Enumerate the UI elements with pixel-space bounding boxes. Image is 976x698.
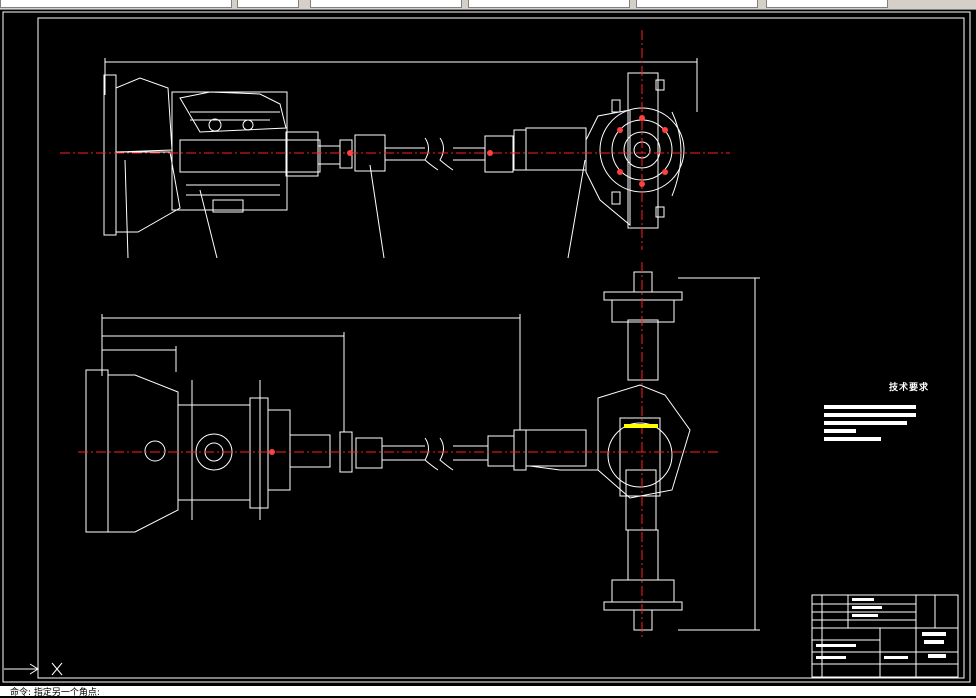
tech-requirements-title: 技术要求 xyxy=(889,383,930,393)
title-block-text xyxy=(816,598,946,659)
outer-frame xyxy=(2,11,971,683)
inner-border xyxy=(37,17,965,679)
bottom-view-assembly xyxy=(85,271,760,631)
tech-requirement-line xyxy=(824,437,882,441)
top-view-assembly xyxy=(103,58,698,259)
centerlines xyxy=(60,30,730,640)
title-block xyxy=(811,594,959,678)
toolbar-segment[interactable] xyxy=(310,0,462,8)
tech-requirement-line xyxy=(824,405,916,409)
ucs-icon xyxy=(4,662,63,676)
toolbar-strip xyxy=(0,0,976,10)
tech-requirement-line xyxy=(824,413,916,417)
command-line[interactable]: 命令: 指定另一个角点: xyxy=(0,686,976,698)
tech-requirements-text xyxy=(824,405,916,445)
tech-requirement-line xyxy=(824,421,907,425)
accent-marks xyxy=(269,115,668,455)
toolbar-segment[interactable] xyxy=(468,0,630,8)
toolbar-segment[interactable] xyxy=(636,0,758,8)
tech-requirement-line xyxy=(824,429,857,433)
drawing-canvas[interactable] xyxy=(0,9,976,686)
toolbar-segment[interactable] xyxy=(0,0,232,8)
toolbar-segment[interactable] xyxy=(766,0,888,8)
command-prompt-text: 命令: 指定另一个角点: xyxy=(10,688,100,698)
toolbar-segment[interactable] xyxy=(237,0,299,8)
